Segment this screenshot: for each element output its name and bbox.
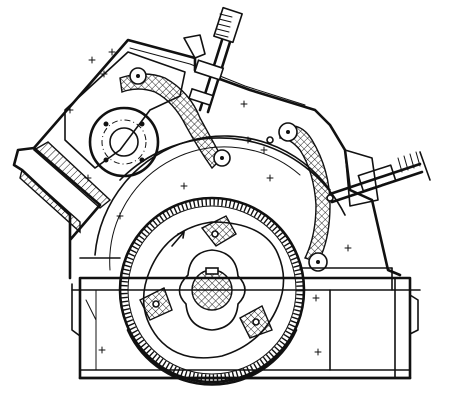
top-adjusting-rod <box>183 6 243 114</box>
lower-housing <box>79 257 393 371</box>
bolt-markers <box>66 48 352 356</box>
housing <box>12 38 402 280</box>
pulley <box>88 106 160 178</box>
upper-impact-plate <box>119 67 231 170</box>
right-adjusting-rod <box>328 149 431 207</box>
grate <box>126 328 298 386</box>
rotor <box>118 196 306 384</box>
right-impact-plate <box>266 122 334 272</box>
